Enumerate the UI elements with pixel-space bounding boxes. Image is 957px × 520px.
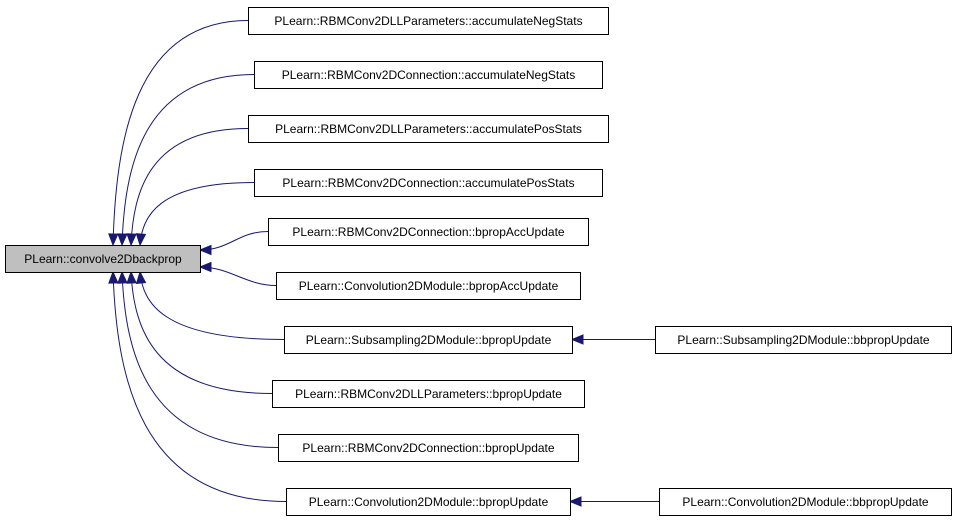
arrow-rbmconv2-dconnection-bprop-acc-update — [198, 244, 212, 256]
arrow-subsampling2-dmodule-bbprop-update — [570, 334, 584, 345]
node-root-convolve2-dbackprop[interactable]: PLearn::convolve2Dbackprop — [5, 245, 201, 273]
node-rbmconv2-dconnection-accumulate-neg-stats-label: PLearn::RBMConv2DConnection::accumulateN… — [282, 68, 575, 82]
node-rbmconv2-dllparameters-bprop-update-label: PLearn::RBMConv2DLLParameters::bpropUpda… — [295, 387, 562, 401]
node-convolution2-dmodule-bprop-acc-update-label: PLearn::Convolution2DModule::bpropAccUpd… — [299, 279, 559, 293]
node-convolution2-dmodule-bbprop-update[interactable]: PLearn::Convolution2DModule::bbpropUpdat… — [659, 488, 952, 516]
node-rbmconv2-dllparameters-accumulate-neg-stats-box — [248, 7, 609, 35]
node-rbmconv2-dconnection-bprop-acc-update-box — [268, 218, 589, 246]
node-subsampling2-dmodule-bbprop-update-box — [655, 326, 952, 354]
node-rbmconv2-dllparameters-bprop-update-box — [272, 380, 585, 408]
arrow-rbmconv2-dllparameters-bprop-update — [126, 270, 137, 284]
arrow-rbmconv2-dllparameters-accumulate-pos-stats — [126, 233, 137, 247]
edge-rbmconv2-dconnection-accumulate-neg-stats — [121, 74, 255, 246]
node-rbmconv2-dconnection-bprop-update-box — [278, 434, 579, 462]
edge-rbmconv2-dllparameters-accumulate-neg-stats — [112, 20, 249, 246]
node-rbmconv2-dllparameters-accumulate-pos-stats[interactable]: PLearn::RBMConv2DLLParameters::accumulat… — [248, 115, 609, 143]
arrow-rbmconv2-dconnection-bprop-update — [117, 270, 128, 284]
edge-subsampling2-dmodule-bprop-update — [139, 271, 285, 340]
arrow-rbmconv2-dconnection-accumulate-pos-stats — [135, 233, 147, 247]
node-subsampling2-dmodule-bprop-update-label: PLearn::Subsampling2DModule::bpropUpdate — [306, 333, 552, 347]
node-rbmconv2-dconnection-accumulate-neg-stats[interactable]: PLearn::RBMConv2DConnection::accumulateN… — [254, 61, 603, 89]
node-rbmconv2-dconnection-accumulate-pos-stats-label: PLearn::RBMConv2DConnection::accumulateP… — [282, 176, 574, 190]
node-rbmconv2-dllparameters-accumulate-neg-stats[interactable]: PLearn::RBMConv2DLLParameters::accumulat… — [248, 7, 609, 35]
node-rbmconv2-dconnection-accumulate-pos-stats-box — [254, 169, 603, 197]
node-convolution2-dmodule-bprop-update[interactable]: PLearn::Convolution2DModule::bpropUpdate — [286, 488, 571, 516]
node-convolution2-dmodule-bbprop-update-label: PLearn::Convolution2DModule::bbpropUpdat… — [682, 495, 928, 509]
edge-convolution2-dmodule-bprop-update — [112, 271, 287, 502]
node-subsampling2-dmodule-bbprop-update-label: PLearn::Subsampling2DModule::bbpropUpdat… — [677, 333, 929, 347]
node-rbmconv2-dconnection-bprop-update[interactable]: PLearn::RBMConv2DConnection::bpropUpdate — [278, 434, 579, 462]
edges — [108, 20, 659, 507]
node-rbmconv2-dconnection-accumulate-pos-stats[interactable]: PLearn::RBMConv2DConnection::accumulateP… — [254, 169, 603, 197]
arrow-convolution2-dmodule-bbprop-update — [568, 496, 582, 507]
node-root-convolve2-dbackprop-box — [5, 245, 201, 273]
arrow-subsampling2-dmodule-bprop-update — [135, 270, 147, 284]
node-convolution2-dmodule-bprop-update-box — [286, 488, 571, 516]
arrow-rbmconv2-dllparameters-accumulate-neg-stats — [108, 233, 119, 247]
node-convolution2-dmodule-bprop-acc-update[interactable]: PLearn::Convolution2DModule::bpropAccUpd… — [276, 272, 581, 300]
node-rbmconv2-dconnection-bprop-acc-update[interactable]: PLearn::RBMConv2DConnection::bpropAccUpd… — [268, 218, 589, 246]
node-convolution2-dmodule-bprop-acc-update-box — [276, 272, 581, 300]
arrow-convolution2-dmodule-bprop-update — [108, 270, 119, 284]
node-rbmconv2-dconnection-bprop-acc-update-label: PLearn::RBMConv2DConnection::bpropAccUpd… — [292, 225, 564, 239]
node-rbmconv2-dllparameters-bprop-update[interactable]: PLearn::RBMConv2DLLParameters::bpropUpda… — [272, 380, 585, 408]
node-rbmconv2-dllparameters-accumulate-pos-stats-box — [248, 115, 609, 143]
edge-rbmconv2-dconnection-accumulate-pos-stats — [139, 182, 255, 246]
node-subsampling2-dmodule-bbprop-update[interactable]: PLearn::Subsampling2DModule::bbpropUpdat… — [655, 326, 952, 354]
arrow-rbmconv2-dconnection-accumulate-neg-stats — [117, 233, 128, 247]
edge-rbmconv2-dconnection-bprop-update — [121, 271, 279, 448]
nodes: PLearn::convolve2DbackpropPLearn::RBMCon… — [5, 7, 952, 516]
node-rbmconv2-dllparameters-accumulate-neg-stats-label: PLearn::RBMConv2DLLParameters::accumulat… — [274, 14, 582, 28]
node-root-convolve2-dbackprop-label: PLearn::convolve2Dbackprop — [24, 252, 182, 266]
node-rbmconv2-dconnection-accumulate-neg-stats-box — [254, 61, 603, 89]
node-subsampling2-dmodule-bprop-update[interactable]: PLearn::Subsampling2DModule::bpropUpdate — [284, 326, 573, 354]
arrow-convolution2-dmodule-bprop-acc-update — [198, 261, 212, 273]
node-convolution2-dmodule-bprop-update-label: PLearn::Convolution2DModule::bpropUpdate — [309, 495, 549, 509]
node-rbmconv2-dllparameters-accumulate-pos-stats-label: PLearn::RBMConv2DLLParameters::accumulat… — [275, 122, 582, 136]
edge-rbmconv2-dllparameters-accumulate-pos-stats — [130, 128, 249, 246]
node-convolution2-dmodule-bbprop-update-box — [659, 488, 952, 516]
edge-rbmconv2-dllparameters-bprop-update — [130, 271, 273, 394]
node-subsampling2-dmodule-bprop-update-box — [284, 326, 573, 354]
node-rbmconv2-dconnection-bprop-update-label: PLearn::RBMConv2DConnection::bpropUpdate — [302, 441, 554, 455]
